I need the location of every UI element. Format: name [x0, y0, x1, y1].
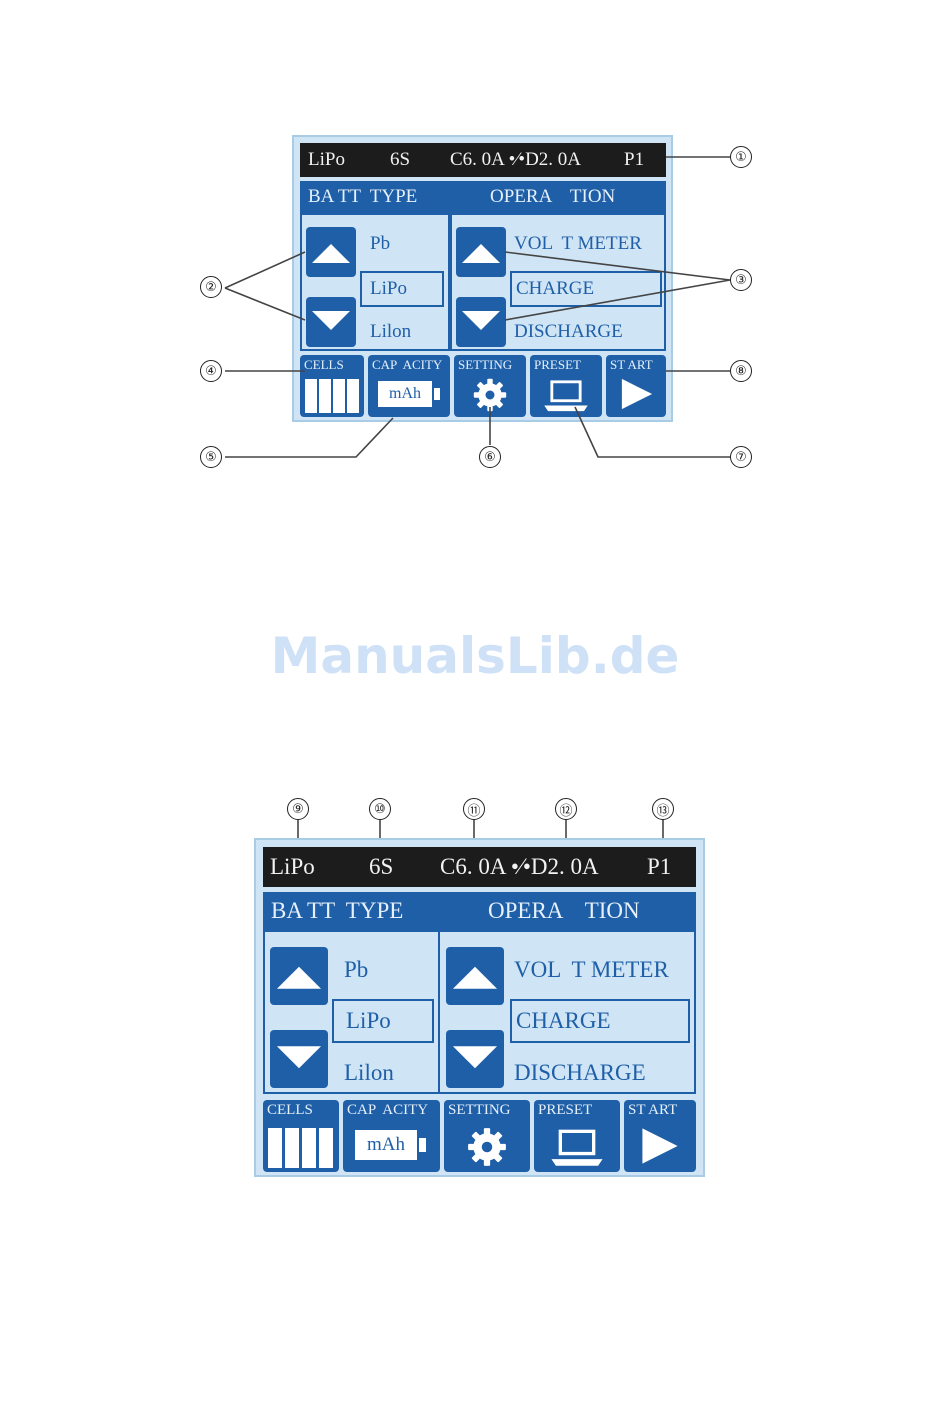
status-chemistry: LiPo [270, 854, 315, 879]
section-header: BA TT TYPE OPERA TION [300, 181, 666, 213]
watermark-text: ManualsLib.de [270, 627, 680, 685]
operation-heading: OPERA TION [488, 898, 640, 923]
setting-button[interactable]: SETTING [454, 355, 526, 417]
play-icon [621, 378, 653, 410]
cells-icon [305, 379, 359, 413]
operation-up-button[interactable] [446, 947, 504, 1005]
capacity-label: CAP ACITY [347, 1102, 429, 1118]
capacity-unit: mAh [367, 1134, 405, 1155]
callout-7: ⑦ [730, 446, 752, 468]
batt-type-option-lilon[interactable]: Lilon [344, 1060, 394, 1085]
operation-option-charge-selected[interactable]: CHARGE [510, 999, 690, 1043]
arrow-up-icon [276, 966, 322, 989]
callout-10: ⑩ [369, 798, 391, 820]
batt-type-option-pb[interactable]: Pb [344, 957, 369, 982]
charger-screen-1: LiPo 6S C6. 0A •⁄•D2. 0A P1 BA TT TYPE O… [292, 135, 673, 422]
setting-label: SETTING [458, 357, 513, 372]
operation-option-voltmeter[interactable]: VOL T METER [514, 957, 669, 982]
capacity-button[interactable]: CAP ACITY mAh [368, 355, 450, 417]
batt-type-up-button[interactable] [306, 227, 356, 277]
callout-4: ④ [200, 360, 222, 382]
cells-label: CELLS [267, 1102, 313, 1118]
battery-capacity-icon: mAh [355, 1130, 417, 1160]
capacity-unit: mAh [389, 385, 421, 402]
batt-type-down-button[interactable] [306, 297, 356, 347]
callout-1: ① [730, 146, 752, 168]
start-button[interactable]: ST ART [624, 1100, 696, 1172]
arrow-down-icon [312, 311, 350, 330]
start-button[interactable]: ST ART [606, 355, 666, 417]
operation-up-button[interactable] [456, 227, 506, 277]
batt-type-option-lipo-selected[interactable]: LiPo [332, 999, 434, 1043]
arrow-up-icon [452, 966, 498, 989]
section-header: BA TT TYPE OPERA TION [263, 892, 696, 930]
callout-2: ② [200, 276, 222, 298]
capacity-label: CAP ACITY [372, 357, 443, 372]
charger-screen-2: LiPo 6S C6. 0A •⁄•D2. 0A P1 BA TT TYPE O… [254, 838, 705, 1177]
callout-12: ⑫ [555, 798, 577, 820]
start-label: ST ART [610, 357, 653, 372]
batt-type-heading: BA TT TYPE [271, 898, 404, 923]
setting-button[interactable]: SETTING [444, 1100, 530, 1172]
operation-heading: OPERA TION [490, 186, 616, 207]
capacity-button[interactable]: CAP ACITY mAh [343, 1100, 440, 1172]
operation-frame [450, 213, 666, 351]
batt-type-frame [300, 213, 450, 351]
arrow-up-icon [312, 244, 350, 263]
gear-icon [468, 1128, 506, 1166]
callout-6: ⑥ [479, 446, 501, 468]
callout-13: ⑬ [652, 798, 674, 820]
preset-label: PRESET [534, 357, 581, 372]
preset-button[interactable]: PRESET [530, 355, 602, 417]
preset-label: PRESET [538, 1102, 593, 1118]
arrow-down-icon [276, 1046, 322, 1069]
cells-icon [268, 1128, 333, 1168]
status-bar: LiPo 6S C6. 0A •⁄•D2. 0A P1 [300, 143, 666, 177]
preset-button[interactable]: PRESET [534, 1100, 620, 1172]
operation-option-discharge[interactable]: DISCHARGE [514, 1060, 646, 1085]
arrow-down-icon [462, 311, 500, 330]
battery-capacity-icon: mAh [378, 381, 432, 407]
gear-icon [473, 378, 507, 412]
operation-option-voltmeter[interactable]: VOL T METER [514, 233, 642, 254]
batt-type-option-lipo-selected[interactable]: LiPo [360, 271, 444, 307]
status-bar: LiPo 6S C6. 0A •⁄•D2. 0A P1 [263, 847, 696, 887]
status-cells: 6S [390, 149, 411, 170]
start-label: ST ART [628, 1102, 678, 1118]
operation-down-button[interactable] [456, 297, 506, 347]
arrow-down-icon [452, 1046, 498, 1069]
status-program: P1 [624, 149, 645, 170]
callout-9: ⑨ [287, 798, 309, 820]
callout-11: ⑪ [463, 798, 485, 820]
operation-down-button[interactable] [446, 1030, 504, 1088]
play-icon [642, 1128, 678, 1164]
cells-button[interactable]: CELLS [263, 1100, 339, 1172]
operation-frame [438, 930, 696, 1094]
status-currents: C6. 0A •⁄•D2. 0A [450, 149, 582, 170]
callout-5: ⑤ [200, 446, 222, 468]
batt-type-up-button[interactable] [270, 947, 328, 1005]
setting-label: SETTING [448, 1102, 511, 1118]
status-cells: 6S [369, 854, 394, 879]
batt-type-down-button[interactable] [270, 1030, 328, 1088]
laptop-icon [551, 1129, 603, 1166]
callout-8: ⑧ [730, 360, 752, 382]
batt-type-heading: BA TT TYPE [308, 186, 418, 207]
status-program: P1 [647, 854, 672, 879]
arrow-up-icon [462, 244, 500, 263]
cells-label: CELLS [304, 357, 344, 372]
callout-3: ③ [730, 269, 752, 291]
batt-type-option-pb[interactable]: Pb [370, 233, 391, 254]
batt-type-option-lilon[interactable]: Lilon [370, 321, 412, 342]
operation-option-discharge[interactable]: DISCHARGE [514, 321, 623, 342]
status-currents: C6. 0A •⁄•D2. 0A [440, 854, 599, 879]
status-chemistry: LiPo [308, 149, 345, 170]
cells-button[interactable]: CELLS [300, 355, 364, 417]
